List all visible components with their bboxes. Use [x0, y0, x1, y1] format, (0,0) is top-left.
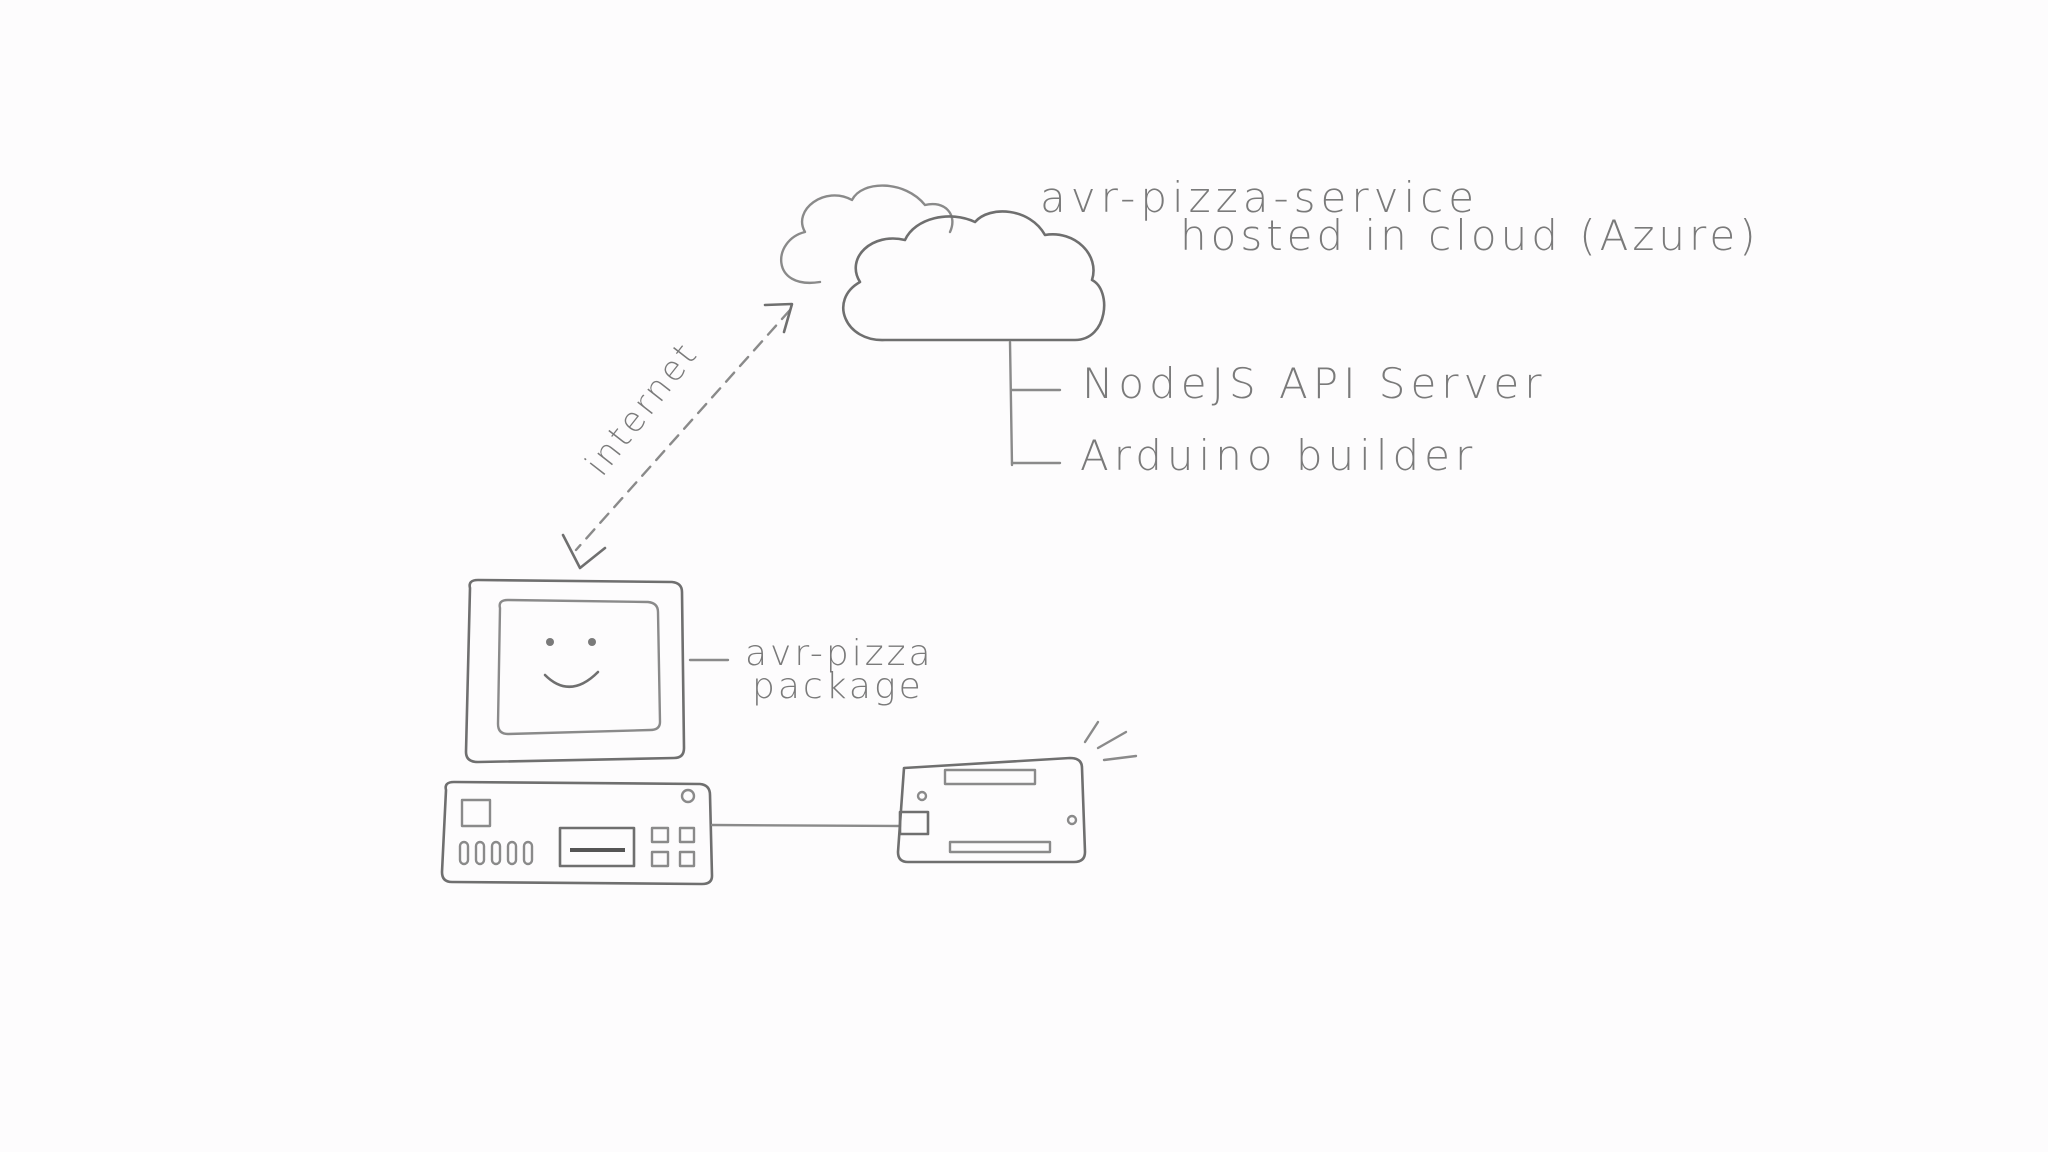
component-nodejs-api-server: NodeJS API Server [1082, 359, 1547, 408]
computer-label-line1: avr-pizza [745, 633, 934, 674]
case-buttons [458, 840, 534, 866]
component-arduino-builder: Arduino builder [1080, 431, 1477, 480]
internet-label: internet [578, 334, 707, 483]
usb-cable [710, 823, 902, 828]
computer-label-line2: package [752, 666, 924, 707]
cloud-component-tree [1008, 340, 1062, 467]
internet-link [561, 302, 794, 570]
cloud-icon [780, 184, 1106, 342]
cloud-title: avr-pizza-service [1040, 173, 1479, 222]
screen-eye-left [546, 638, 554, 646]
arduino-board-icon [896, 720, 1138, 864]
screen-eye-right [588, 638, 596, 646]
computer-icon [440, 578, 730, 886]
cloud-subtitle: hosted in cloud (Azure) [1180, 211, 1760, 260]
